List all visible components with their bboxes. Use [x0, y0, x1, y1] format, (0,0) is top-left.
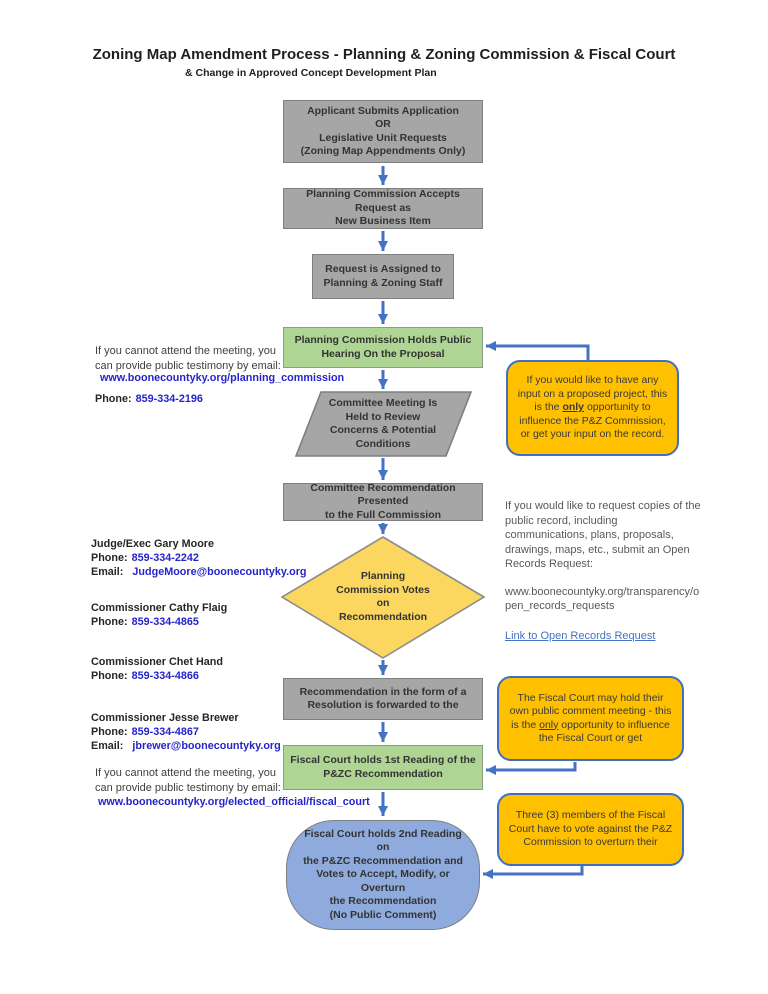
- phone-number: 859-334-4865: [131, 616, 199, 629]
- step-first-reading: Fiscal Court holds 1st Reading of the P&…: [283, 745, 483, 790]
- step-second-reading: Fiscal Court holds 2nd Reading on the P&…: [286, 820, 480, 930]
- phone-number: 859-334-2242: [131, 552, 199, 565]
- step-request-assigned: Request is Assigned to Planning & Zoning…: [312, 254, 454, 299]
- planning-commission-link[interactable]: www.boonecountyky.org/planning_commissio…: [100, 372, 345, 384]
- planning-phone-number: 859-334-2196: [135, 393, 203, 405]
- phone-label: Phone:: [95, 393, 132, 405]
- contact-commissioner-brewer: Commissioner Jesse Brewer Phone:859-334-…: [91, 711, 281, 754]
- step-committee-meeting: Committee Meeting Is Held to Review Conc…: [328, 397, 438, 450]
- phone-label: Phone:: [91, 616, 128, 629]
- contact-email-row: Email: JudgeMoore@boonecountyky.org: [91, 565, 307, 579]
- contact-judge-exec: Judge/Exec Gary Moore Phone:859-334-2242…: [91, 537, 307, 580]
- connector-input-callout-to-hearing: [486, 341, 590, 360]
- planning-phone-row: Phone:859-334-2196: [95, 393, 203, 405]
- contact-email-row: Email: jbrewer@boonecountyky.org: [91, 739, 281, 753]
- page-title: Zoning Map Amendment Process - Planning …: [92, 46, 676, 63]
- callout-text-post: opportunity to influence the Fiscal Cour…: [538, 718, 670, 745]
- contact-phone-row: Phone:859-334-4865: [91, 615, 227, 629]
- email-link[interactable]: JudgeMoore@boonecountyky.org: [132, 566, 307, 579]
- callout-text-post: opportunity to influence the P&Z Commiss…: [519, 401, 666, 441]
- phone-label: Phone:: [91, 670, 128, 683]
- contact-phone-row: Phone:859-334-2242: [91, 551, 307, 565]
- callout-pz-input: If you would like to have any input on a…: [506, 360, 679, 456]
- contact-name: Commissioner Jesse Brewer: [91, 712, 239, 724]
- step-commission-accepts: Planning Commission Accepts Request as N…: [283, 188, 483, 229]
- step-applicant-submits: Applicant Submits Application OR Legisla…: [283, 100, 483, 163]
- callout-overturn-rule: Three (3) members of the Fiscal Court ha…: [497, 793, 684, 866]
- callout-pz-input-text: If you would like to have any input on a…: [517, 374, 668, 442]
- connector-overturn-callout-to-second-reading: [483, 866, 584, 879]
- callout-only-emphasis: only: [562, 401, 585, 414]
- contact-name: Commissioner Cathy Flaig: [91, 602, 228, 614]
- callout-text-pre: The Fiscal Court may hold their own publ…: [509, 691, 672, 731]
- phone-number: 859-334-4866: [131, 670, 199, 683]
- open-records-link[interactable]: Link to Open Records Request: [505, 629, 656, 642]
- open-records-note: If you would like to request copies of t…: [505, 499, 703, 643]
- committee-meeting-parallelogram: [294, 391, 473, 457]
- phone-number: 859-334-4867: [131, 726, 199, 739]
- email-label: Email:: [91, 740, 124, 753]
- callout-fiscal-comment: The Fiscal Court may hold their own publ…: [497, 676, 684, 761]
- contact-phone-row: Phone:859-334-4867: [91, 725, 281, 739]
- connector-comment-callout-to-first-reading: [486, 762, 577, 775]
- open-records-text: If you would like to request copies of t…: [505, 500, 701, 570]
- callout-fiscal-comment-text: The Fiscal Court may hold their own publ…: [508, 692, 673, 746]
- vote-decision-diamond: [280, 536, 486, 659]
- step-commission-votes: Planning Commission Votes on Recommendat…: [336, 570, 430, 623]
- fiscal-testimony-note: If you cannot attend the meeting, you ca…: [95, 767, 281, 794]
- callout-only-emphasis: only: [539, 718, 559, 731]
- open-records-url: www.boonecountyky.org/transparency/open_…: [505, 585, 700, 613]
- email-link[interactable]: jbrewer@boonecountyky.org: [132, 740, 281, 753]
- email-label: Email:: [91, 566, 124, 579]
- step-committee-recommendation: Committee Recommendation Presented to th…: [283, 482, 483, 521]
- callout-text-pre: If you would like to have any input on a…: [517, 374, 668, 414]
- contact-commissioner-flaig: Commissioner Cathy Flaig Phone:859-334-4…: [91, 601, 227, 629]
- callout-overturn-text: Three (3) members of the Fiscal Court ha…: [508, 809, 673, 849]
- step-resolution-forwarded: Recommendation in the form of a Resoluti…: [283, 678, 483, 720]
- planning-testimony-note: If you cannot attend the meeting, you ca…: [95, 345, 281, 372]
- contact-name: Commissioner Chet Hand: [91, 656, 223, 668]
- phone-label: Phone:: [91, 552, 128, 565]
- contact-commissioner-hand: Commissioner Chet Hand Phone:859-334-486…: [91, 655, 223, 683]
- contact-name: Judge/Exec Gary Moore: [91, 538, 215, 550]
- fiscal-court-link[interactable]: www.boonecountyky.org/elected_official/f…: [98, 796, 370, 808]
- contact-phone-row: Phone:859-334-4866: [91, 669, 223, 683]
- phone-label: Phone:: [91, 726, 128, 739]
- step-public-hearing: Planning Commission Holds Public Hearing…: [283, 327, 483, 368]
- page-subtitle: & Change in Approved Concept Development…: [185, 67, 437, 79]
